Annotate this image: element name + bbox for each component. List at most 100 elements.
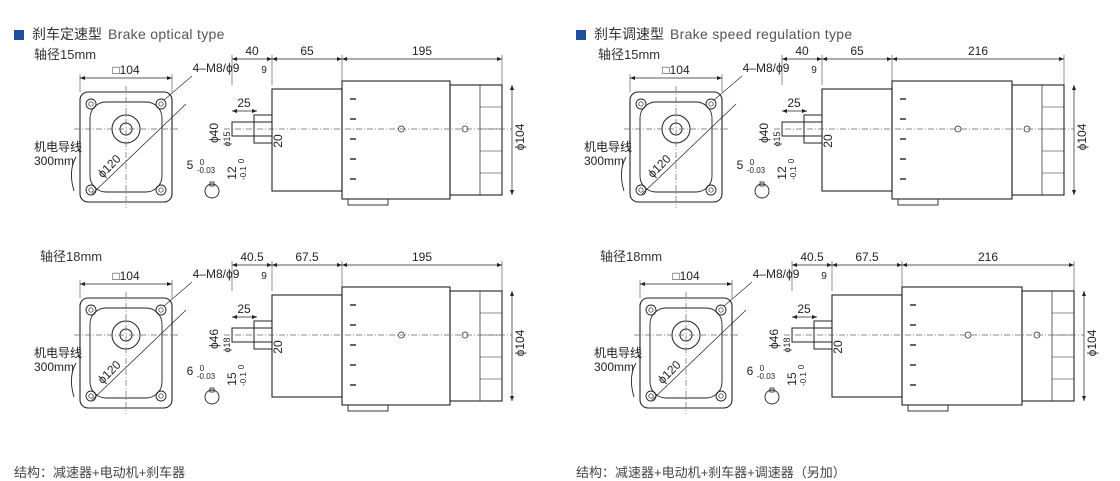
right-bottom-shaft-label: 轴径18mm <box>600 249 663 264</box>
left-top-key-height-tol-lower: -0.1 <box>239 166 248 180</box>
left-top-pcd-label: ϕ120 <box>95 152 124 181</box>
right-bottom-bolt-label: 4–M8/ϕ9 <box>753 267 800 281</box>
right-top-bolt-hole-inner-icon <box>638 101 644 107</box>
left-bottom-keyway <box>209 387 215 393</box>
left-top-key-height-tol-upper: 0 <box>237 158 246 163</box>
right-top-bolt-hole-icon <box>705 98 717 110</box>
right-bottom-bolt-hole-icon <box>715 390 727 402</box>
left-top-length-dim-2-arrow-left <box>342 57 347 61</box>
right-bottom-length-dim-0-arrow-left <box>792 263 797 267</box>
right-bottom-bolt-leader <box>723 281 753 307</box>
left-bottom-bolt-hole-icon <box>155 390 167 402</box>
left-bottom-key-width-tol-lower: -0.03 <box>197 372 216 381</box>
left-top-bolt-hole-inner-icon <box>88 101 94 107</box>
right-bottom-height-dim-arrow-top <box>1082 291 1086 296</box>
right-top-length-label-2: 216 <box>968 44 988 58</box>
right-top-motor-body <box>891 80 1013 200</box>
right-bottom-pcd-label: ϕ120 <box>655 358 684 387</box>
left-top-length-dim-1-arrow-left <box>272 57 277 61</box>
right-bottom-key-height-label: 15 <box>785 372 799 386</box>
right-top-bolt-hole-icon <box>635 98 647 110</box>
left-top-height-dim-arrow-top <box>510 85 514 90</box>
left-top-dim-phi15-label: ϕ15 <box>222 131 232 146</box>
right-bottom-height-label: ϕ104 <box>1085 329 1099 356</box>
left-bottom-length-dim-2-arrow-right <box>497 263 502 267</box>
left-top-length-dim-0-arrow-left <box>232 57 237 61</box>
left-bottom-height-dim-arrow-top <box>510 291 514 296</box>
left-top-bolt-hole-icon <box>85 98 97 110</box>
left-top-length-dim-2-arrow-right <box>497 57 502 61</box>
right-top-dim-25-arrow-left <box>782 109 787 113</box>
right-bottom-dim-25-arrow-right <box>812 315 817 319</box>
right-bottom-brake-cover <box>1021 290 1075 402</box>
left-top-height-dim-arrow-bottom <box>510 190 514 195</box>
left-top-bolt-hole-inner-icon <box>158 101 164 107</box>
right-bottom-length-dim-2-arrow-left <box>902 263 907 267</box>
left-top-key-width-tol-upper: 0 <box>200 158 205 167</box>
right-top-dim-9-label: 9 <box>811 65 817 76</box>
right-top-dim-phi15-label: ϕ15 <box>772 131 782 146</box>
left-top-key-section <box>204 183 220 199</box>
left-bottom-shaft-label: 轴径18mm <box>40 249 103 264</box>
left-bottom-length-dim-1-arrow-left <box>272 263 277 267</box>
right-bottom-bolt-hole-inner-icon <box>718 307 724 313</box>
left-bottom-key-section <box>204 389 220 405</box>
right-bottom-length-dim-2-arrow-right <box>1069 263 1074 267</box>
left-bottom-length-dim-0-arrow-right <box>267 263 272 267</box>
left-bottom-length-label-2: 195 <box>412 250 432 264</box>
right-top-bolt-label: 4–M8/ϕ9 <box>743 61 790 75</box>
left-bottom-bolt-hole-icon <box>85 390 97 402</box>
left-top-height-label: ϕ104 <box>513 123 527 150</box>
left-top-wire-label: 机电导线 <box>34 140 82 154</box>
left-bottom-pcd-diag <box>91 309 187 401</box>
left-top-terminal-box <box>347 198 389 206</box>
left-bottom-terminal-box <box>347 404 389 412</box>
right-bottom-dim-phi40-label: ϕ46 <box>767 329 781 349</box>
left-bottom-square-dim-arrow-right <box>167 282 172 286</box>
right-bottom-length-label-0: 40.5 <box>800 250 824 264</box>
right-bottom-dim-20-label: 20 <box>831 340 845 354</box>
left-bottom-square-label: □104 <box>112 269 140 283</box>
left-bottom-dim-25-arrow-left <box>232 315 237 319</box>
right-bottom-key-width-tol-upper: 0 <box>760 364 765 373</box>
right-top-bolt-hole-inner-icon <box>708 187 714 193</box>
right-top-height-dim-arrow-bottom <box>1072 190 1076 195</box>
left-top-bolt-hole-inner-icon <box>88 187 94 193</box>
square-bullet-icon <box>576 30 586 40</box>
left-top-dim-25-arrow-left <box>232 109 237 113</box>
left-top-bolt-leader <box>163 75 193 101</box>
left-bottom-bolt-leader <box>163 281 193 307</box>
right-top-brake-cover <box>1011 84 1065 196</box>
right-top-square-label: □104 <box>662 63 690 77</box>
left-top-length-label-2: 195 <box>412 44 432 58</box>
left-bottom-bolt-label: 4–M8/ϕ9 <box>193 267 240 281</box>
left-top-key-width-label: 5 <box>187 158 194 172</box>
right-bottom-wire-length-label: 300mm <box>594 360 634 374</box>
left-top-key-height-label: 12 <box>225 166 239 180</box>
right-top-key-section <box>754 183 770 199</box>
left-top-square-label: □104 <box>112 63 140 77</box>
left-bottom-length-dim-0-arrow-left <box>232 263 237 267</box>
left-top-bolt-hole-inner-icon <box>158 187 164 193</box>
right-top-wire-length-label: 300mm <box>584 154 624 168</box>
right-top-wire-label: 机电导线 <box>584 140 632 154</box>
right-bottom-bolt-hole-inner-icon <box>718 393 724 399</box>
right-title-cn: 刹车调速型 <box>594 26 664 42</box>
right-top-square-dim-arrow-right <box>717 76 722 80</box>
left-top-square-dim-arrow-right <box>167 76 172 80</box>
left-title-cn: 刹车定速型 <box>32 26 102 42</box>
left-bottom-bolt-hole-inner-icon <box>88 307 94 313</box>
right-top-length-dim-1-arrow-left <box>822 57 827 61</box>
right-top-bolt-hole-inner-icon <box>638 187 644 193</box>
left-bottom-length-dim-2-arrow-left <box>342 263 347 267</box>
right-top-length-dim-2-arrow-left <box>892 57 897 61</box>
right-top-length-label-1: 65 <box>850 44 864 58</box>
left-bottom-height-label: ϕ104 <box>513 329 527 356</box>
right-top-terminal-box <box>897 198 939 206</box>
left-bottom-motor-body <box>341 286 451 406</box>
right-top-pcd-diag <box>641 103 737 195</box>
left-top-key-width-tol-lower: -0.03 <box>197 166 216 175</box>
left-bottom-bolt-hole-icon <box>155 304 167 316</box>
right-top-shaft-label: 轴径15mm <box>598 47 661 62</box>
